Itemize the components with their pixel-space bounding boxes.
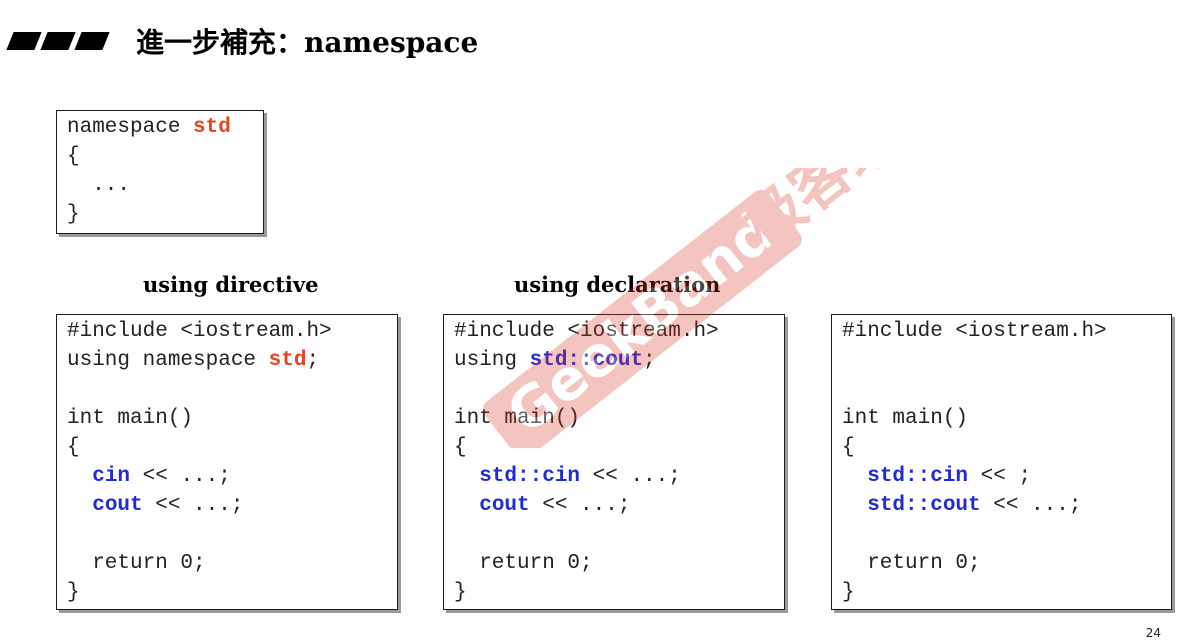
code-line: #include <iostream.h> xyxy=(842,317,1161,346)
code-text xyxy=(454,465,479,488)
page-number: 24 xyxy=(1145,626,1161,640)
code-text: #include <iostream.h> xyxy=(67,320,332,343)
code-text: using namespace xyxy=(67,349,269,372)
header-decoration xyxy=(6,32,110,50)
code-keyword: std::cout xyxy=(867,494,981,517)
code-text: #include <iostream.h> xyxy=(454,320,719,343)
header-bar-icon xyxy=(40,32,76,50)
code-text: ... xyxy=(67,174,131,197)
slide-header: 進一步補充：namespace xyxy=(0,18,478,64)
code-text: int main() xyxy=(67,407,194,430)
code-line: #include <iostream.h> xyxy=(454,317,774,346)
code-text: using xyxy=(454,349,530,372)
slide-title: 進一步補充：namespace xyxy=(136,26,479,59)
code-line: } xyxy=(67,200,253,229)
code-text xyxy=(67,494,92,517)
code-line: { xyxy=(67,142,253,171)
header-bar-icon xyxy=(74,32,110,50)
code-line: int main() xyxy=(842,404,1161,433)
code-line: std::cout << ...; xyxy=(842,491,1161,520)
code-text: << ...; xyxy=(529,494,631,517)
code-keyword: cout xyxy=(479,494,530,517)
code-line: { xyxy=(842,433,1161,462)
code-text: return 0; xyxy=(842,552,981,575)
code-text: int main() xyxy=(454,407,581,430)
code-line xyxy=(454,520,774,549)
code-line: std::cin << ; xyxy=(842,462,1161,491)
code-line: { xyxy=(454,433,774,462)
code-text xyxy=(842,465,867,488)
code-text: { xyxy=(67,145,80,168)
code-text xyxy=(842,494,867,517)
code-text: int main() xyxy=(842,407,969,430)
namespace-code-box: namespace std { ...} xyxy=(56,110,264,234)
code-text: << ...; xyxy=(130,465,231,488)
code-text: #include <iostream.h> xyxy=(842,320,1107,343)
caption-using-declaration: using declaration xyxy=(514,272,721,297)
using-declaration-code-box: #include <iostream.h>using std::cout;int… xyxy=(443,314,785,610)
code-line: } xyxy=(67,578,387,607)
code-line: namespace std xyxy=(67,113,253,142)
code-text xyxy=(67,465,92,488)
code-text: } xyxy=(842,581,855,604)
code-line: cin << ...; xyxy=(67,462,387,491)
code-text: { xyxy=(454,436,467,459)
code-line: using namespace std; xyxy=(67,346,387,375)
code-keyword: cout xyxy=(92,494,143,517)
code-line: return 0; xyxy=(842,549,1161,578)
code-text: return 0; xyxy=(67,552,206,575)
code-keyword: std xyxy=(193,116,231,139)
code-text: << ...; xyxy=(980,494,1082,517)
code-line xyxy=(842,375,1161,404)
watermark-chinese-text: 极客班 xyxy=(729,168,914,263)
code-text: ; xyxy=(306,349,320,372)
code-text: { xyxy=(67,436,80,459)
code-line: } xyxy=(454,578,774,607)
code-keyword: std::cin xyxy=(867,465,969,488)
using-directive-code-box: #include <iostream.h> using namespace std… xyxy=(56,314,398,610)
code-line: cout << ...; xyxy=(454,491,774,520)
code-keyword: std::cout xyxy=(529,349,644,372)
code-line: using std::cout; xyxy=(454,346,774,375)
code-text xyxy=(454,494,479,517)
code-line: int main() xyxy=(67,404,387,433)
code-text: << ; xyxy=(968,465,1032,488)
code-line: cout << ...; xyxy=(67,491,387,520)
code-keyword: cin xyxy=(92,465,131,488)
code-text: << ...; xyxy=(142,494,244,517)
code-text: { xyxy=(842,436,855,459)
code-line xyxy=(67,520,387,549)
code-keyword: std xyxy=(268,349,307,372)
code-line: std::cin << ...; xyxy=(454,462,774,491)
qualified-name-code-box: #include <iostream.h>int main(){ std::ci… xyxy=(831,314,1172,610)
code-text: ; xyxy=(643,349,656,372)
code-line xyxy=(67,375,387,404)
header-bar-icon xyxy=(6,32,42,50)
code-line: return 0; xyxy=(67,549,387,578)
code-text: return 0; xyxy=(454,552,593,575)
code-line xyxy=(842,346,1161,375)
code-text: namespace xyxy=(67,116,194,139)
code-line: return 0; xyxy=(454,549,774,578)
code-line: #include <iostream.h> xyxy=(67,317,387,346)
code-line xyxy=(454,375,774,404)
code-text: } xyxy=(67,203,80,226)
code-line: } xyxy=(842,578,1161,607)
code-text: } xyxy=(67,581,80,604)
code-text: << ...; xyxy=(580,465,681,488)
code-line: ... xyxy=(67,171,253,200)
code-line: int main() xyxy=(454,404,774,433)
caption-using-directive: using directive xyxy=(143,272,319,297)
code-line: { xyxy=(67,433,387,462)
code-keyword: std::cin xyxy=(479,465,581,488)
code-line xyxy=(842,520,1161,549)
code-text: } xyxy=(454,581,467,604)
